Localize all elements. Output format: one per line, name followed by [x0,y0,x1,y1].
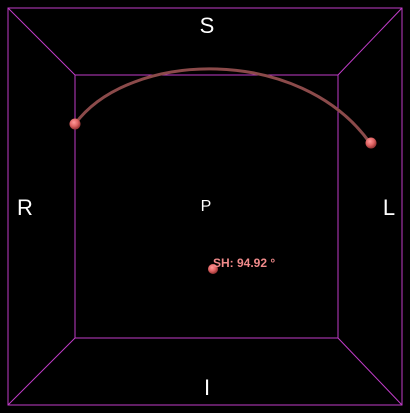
measurement-arc [73,67,372,145]
orientation-label-posterior: P [200,198,212,215]
measurement-point[interactable] [208,264,218,274]
measurement-angle-label: SH: 94.92 ° [213,256,276,270]
inner-frame [74,74,339,339]
orientation-label-right: R [17,195,33,220]
frame-diagonal-top-right [337,7,403,76]
arc-endpoint-right[interactable] [365,137,377,149]
orientation-label-inferior: I [203,375,211,400]
frame-diagonal-bottom-right [337,337,403,406]
orientation-label-superior: S [199,13,215,38]
arc-endpoint-left[interactable] [69,118,81,130]
outer-frame [7,7,403,406]
frame-diagonal-bottom-left [7,337,76,406]
orientation-label-left: L [382,195,396,220]
frame-diagonal-top-left [7,7,76,76]
